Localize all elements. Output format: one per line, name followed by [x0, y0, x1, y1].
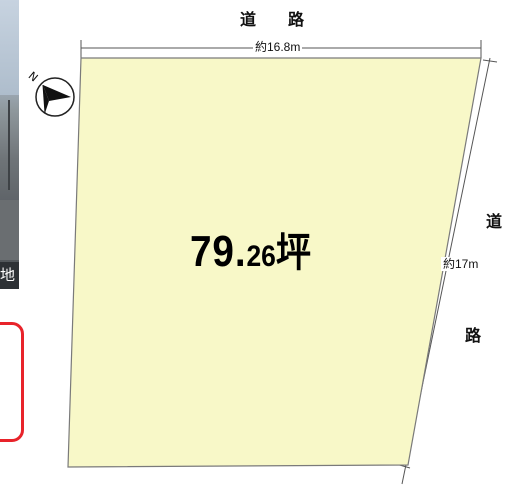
- road-label-right-bottom: 路: [465, 326, 482, 345]
- road-label-top: 道 路: [240, 10, 305, 29]
- area-unit: 坪: [275, 231, 312, 275]
- site-photo: 地: [0, 0, 19, 289]
- right-dimension-tick-top: [482, 59, 498, 63]
- area-integer: 79.: [190, 227, 247, 276]
- lot-area: 79.26坪: [190, 220, 311, 278]
- photo-caption: 地: [0, 262, 19, 289]
- lot-polygon: [67, 57, 482, 468]
- area-decimal: 26: [246, 240, 276, 273]
- north-label: N: [26, 69, 41, 84]
- photo-road: [0, 200, 19, 260]
- photo-sky: [0, 0, 19, 95]
- top-dimension-label: 約16.8m: [253, 40, 303, 54]
- road-label-right-top: 道: [486, 212, 503, 231]
- right-dimension-label: 約17m: [441, 257, 481, 271]
- photo-utility-pole: [8, 100, 10, 190]
- highlight-box: [0, 322, 24, 442]
- north-compass-icon: [35, 77, 75, 117]
